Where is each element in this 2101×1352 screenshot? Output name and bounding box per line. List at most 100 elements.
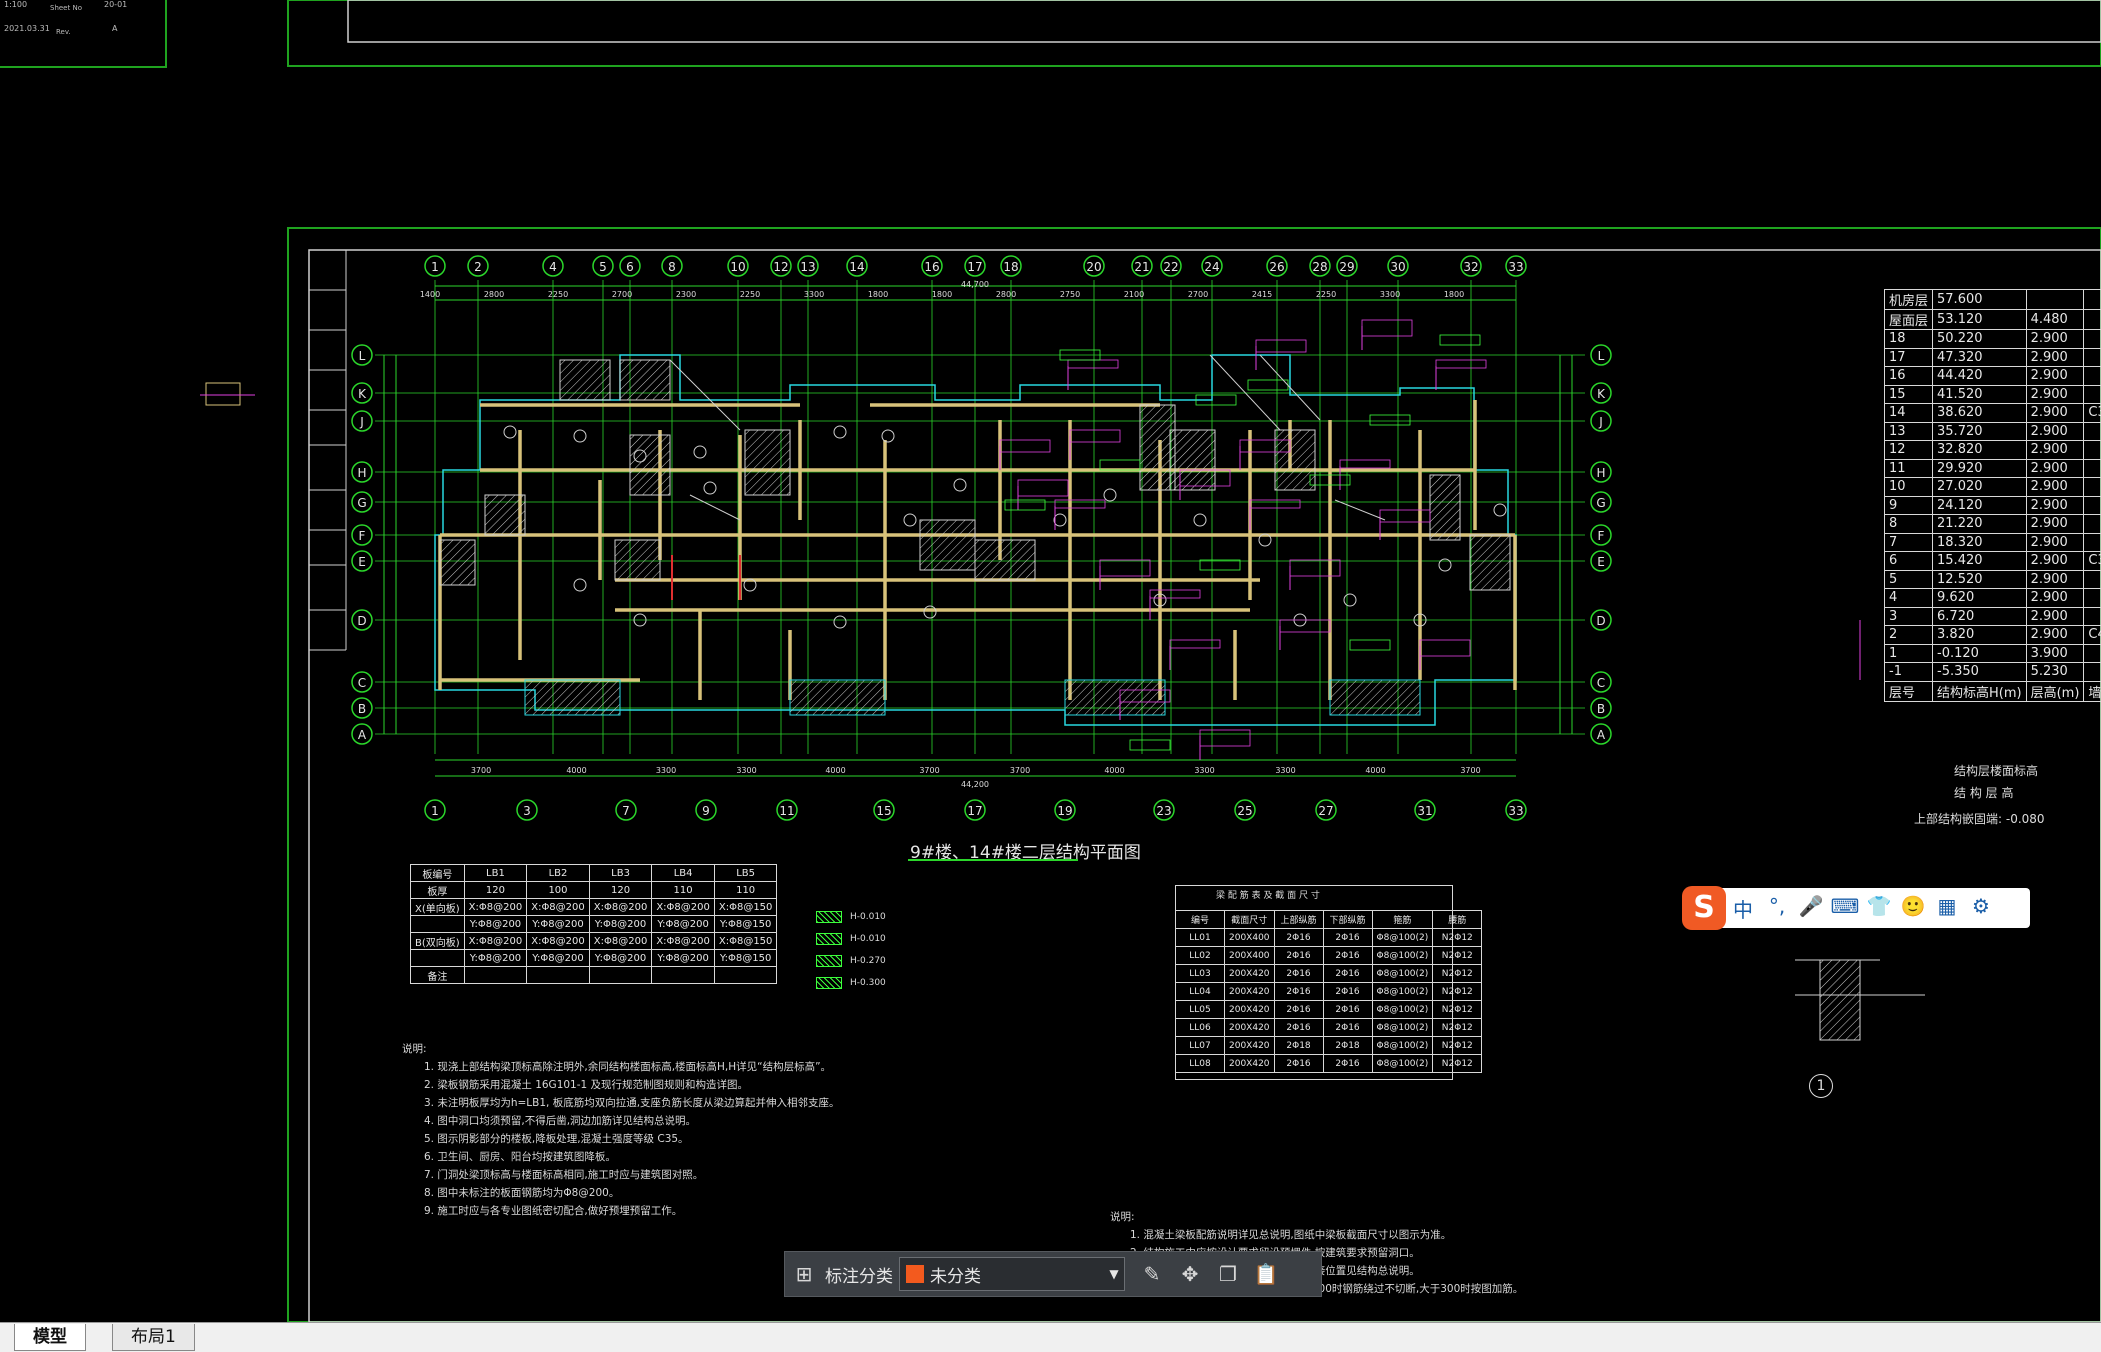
annotation-category-dropdown[interactable]: 未分类 ▼ <box>899 1257 1125 1291</box>
room-slab-tag <box>924 606 936 618</box>
note-item: 9. 施工时应与各专业图纸密切配合,做好预埋预留工作。 <box>424 1202 840 1220</box>
beam-row-cell: Φ8@100(2) <box>1372 1055 1433 1073</box>
annotation-tag-magenta <box>1380 510 1430 522</box>
dim-value-top: 2300 <box>676 290 696 299</box>
dim-value-bottom: 4000 <box>1104 766 1124 775</box>
floor-table-caption-2: 结 构 层 高 <box>1954 784 2013 801</box>
dim-value-bottom: 3700 <box>1010 766 1030 775</box>
balcony-area <box>1330 680 1420 715</box>
move-icon[interactable]: ✥ <box>1171 1262 1209 1286</box>
dim-value-top: 2750 <box>1060 290 1080 299</box>
floor-row-cell: 38.620 <box>1933 404 2027 423</box>
drawing-title-underline <box>908 859 1078 861</box>
floor-row-cell: 2.900 <box>2026 367 2084 386</box>
floor-row-cell: 14 <box>1885 404 1933 423</box>
dim-value-top: 2100 <box>1124 290 1144 299</box>
slab-row-cell: X:Φ8@200 <box>652 899 715 916</box>
chevron-down-icon[interactable]: ▼ <box>1104 1267 1124 1281</box>
beam-row-cell: 2Φ16 <box>1323 947 1372 965</box>
beam-row-cell: 200X420 <box>1225 965 1275 983</box>
grid-label-bottom: 15 <box>876 804 891 818</box>
grid-label-top: 24 <box>1204 260 1219 274</box>
annotation-toolbar[interactable]: ⊞ 标注分类 未分类 ▼ ✎ ✥ ❐ 📋 <box>784 1251 1322 1297</box>
emoji-icon[interactable]: 🙂 <box>1896 894 1930 923</box>
beam-row-cell: 2Φ16 <box>1274 929 1323 947</box>
general-notes: 说明: 1. 现浇上部结构梁顶标高除注明外,余同结构楼面标高,楼面标高H,H详见… <box>402 1040 840 1220</box>
legend-item: H-0.010 <box>816 928 886 950</box>
grid-label-side: L <box>1598 349 1605 363</box>
grid-apps-icon[interactable]: ⊞ <box>785 1262 823 1286</box>
edit-icon[interactable]: ✎ <box>1133 1262 1171 1286</box>
floor-row-cell <box>2084 478 2101 497</box>
beam-row-cell: Φ8@100(2) <box>1372 983 1433 1001</box>
stair-slope <box>1335 500 1385 520</box>
beam-header-row-cell: 上部纵筋 <box>1274 911 1323 929</box>
settings-icon[interactable]: ⚙ <box>1964 894 1998 923</box>
floor-row-cell: 4.480 <box>2026 310 2084 330</box>
grid-label-top: 29 <box>1339 260 1354 274</box>
ime-toolbar[interactable]: S 中°,🎤⌨👕🙂▦⚙ <box>1688 888 2030 928</box>
note-item: 3. 未注明板厚均为h=LB1, 板底筋均双向拉通,支座负筋长度从梁边算起并伸入… <box>424 1094 840 1112</box>
hatched-slab-area <box>745 430 790 495</box>
microphone-icon[interactable]: 🎤 <box>1794 894 1828 923</box>
slab-row-cell: 120 <box>589 882 652 899</box>
grid-label-side: C <box>1597 676 1605 690</box>
tab-layout-1[interactable]: 布局1 <box>112 1324 195 1351</box>
floor-row-cell: 2.900 <box>2026 441 2084 460</box>
slab-header-row-cell: LB5 <box>714 865 777 882</box>
dim-value-top: 2250 <box>548 290 568 299</box>
grid-label-top: 12 <box>773 260 788 274</box>
grid-label-side: D <box>1596 614 1605 628</box>
grid-label-top: 13 <box>800 260 815 274</box>
dim-value-bottom: 3700 <box>919 766 939 775</box>
grid-label-top: 2 <box>474 260 482 274</box>
beam-row-cell: 2Φ16 <box>1323 1019 1372 1037</box>
stair-slope <box>1210 355 1280 430</box>
punctuation-icon[interactable]: °, <box>1760 894 1794 923</box>
slab-row-cell: X:Φ8@150 <box>714 899 777 916</box>
beam-row-cell: N2Φ12 <box>1433 929 1482 947</box>
chinese-mode-icon[interactable]: 中 <box>1726 894 1760 923</box>
beam-row-cell: LL03 <box>1176 965 1225 983</box>
beam-row-cell: 200X420 <box>1225 1019 1275 1037</box>
copy-icon[interactable]: ❐ <box>1209 1262 1247 1286</box>
dim-value-bottom: 3300 <box>1275 766 1295 775</box>
slab-row-cell: X:Φ8@200 <box>652 933 715 950</box>
skin-icon[interactable]: 👕 <box>1862 894 1896 923</box>
keyboard-icon[interactable]: ⌨ <box>1828 894 1862 923</box>
slab-row-cell: X:Φ8@200 <box>464 933 527 950</box>
beam-row-cell: 200X420 <box>1225 983 1275 1001</box>
toolbox-icon[interactable]: ▦ <box>1930 894 1964 923</box>
floor-row-cell <box>2084 348 2101 367</box>
floor-row-cell: 4 <box>1885 589 1933 608</box>
floor-row-cell: 3.820 <box>1933 626 2027 645</box>
sogou-logo-icon[interactable]: S <box>1682 886 1726 930</box>
room-slab-tag <box>954 479 966 491</box>
beam-row-cell: Φ8@100(2) <box>1372 1019 1433 1037</box>
tab-model[interactable]: 模型 <box>14 1324 86 1351</box>
slab-row-cell: 110 <box>714 882 777 899</box>
room-slab-tag <box>1104 489 1116 501</box>
floor-row-cell: 32.820 <box>1933 441 2027 460</box>
room-slab-tag <box>704 482 716 494</box>
grid-label-bottom: 31 <box>1417 804 1432 818</box>
grid-label-side: E <box>1597 555 1605 569</box>
paste-icon[interactable]: 📋 <box>1247 1262 1285 1286</box>
note-item: 1. 混凝土梁板配筋说明详见总说明,图纸中梁板截面尺寸以图示为准。 <box>1130 1226 1523 1244</box>
title-block-scale: 1:100 <box>4 0 27 9</box>
grid-label-side: C <box>358 676 366 690</box>
floor-row-cell <box>2084 385 2101 404</box>
hatched-slab-area <box>485 495 525 535</box>
floor-row-cell: 6 <box>1885 552 1933 571</box>
floor-row-cell: 2.900 <box>2026 385 2084 404</box>
annotation-tag-magenta <box>1436 360 1486 368</box>
beam-row-cell: 200X420 <box>1225 1037 1275 1055</box>
floor-row-cell <box>2026 290 2084 310</box>
